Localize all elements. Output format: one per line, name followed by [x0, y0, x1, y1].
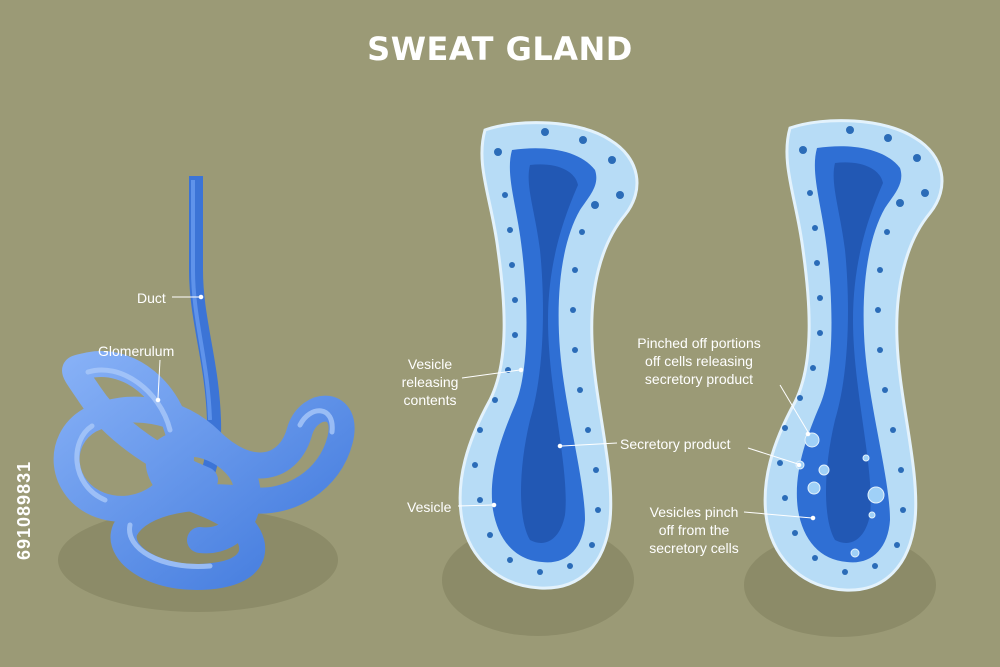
- label-line: contents: [403, 392, 457, 408]
- label-vesicle: Vesicle: [407, 499, 452, 515]
- sweat-gland-tube: [53, 176, 355, 590]
- label-line: secretory product: [644, 371, 754, 387]
- label-line: secretory cells: [649, 540, 739, 556]
- gland-right-lumen-inner: [826, 162, 883, 543]
- label-line: Pinched off portions: [637, 335, 761, 351]
- label-pinched-off-portions: Pinched off portions off cells releasing…: [620, 334, 778, 388]
- label-line: off cells releasing: [645, 353, 753, 369]
- glomerulum-coil: [53, 351, 355, 590]
- label-vesicle-releasing-contents: Vesicle releasing contents: [395, 355, 465, 409]
- duct-tube: [189, 176, 222, 484]
- gland-left: [458, 121, 639, 590]
- gland-left-cells: [472, 128, 624, 575]
- diagram-title: SWEAT GLAND: [367, 30, 633, 68]
- label-line: Vesicles pinch: [649, 504, 739, 520]
- label-duct: Duct: [137, 290, 166, 306]
- secretory-bubbles: [795, 432, 885, 558]
- label-vesicles-pinch-off: Vesicles pinch off from the secretory ce…: [644, 503, 744, 557]
- gland-right-cells: [777, 126, 929, 575]
- leader-lines: [155, 294, 816, 521]
- stock-id: 691089831: [14, 460, 34, 560]
- label-line: off from the: [658, 522, 730, 538]
- glomerulum-shadow: [58, 508, 338, 612]
- label-line: Vesicle: [407, 356, 453, 372]
- label-secretory-product: Secretory product: [620, 436, 731, 452]
- gland-right: [763, 119, 944, 592]
- label-glomerulum: Glomerulum: [98, 343, 175, 359]
- label-line: releasing: [401, 374, 459, 390]
- duct-tube-highlight: [191, 180, 212, 421]
- glomerulum-coil-shine: [74, 367, 335, 569]
- gland-left-lumen-inner: [521, 164, 578, 543]
